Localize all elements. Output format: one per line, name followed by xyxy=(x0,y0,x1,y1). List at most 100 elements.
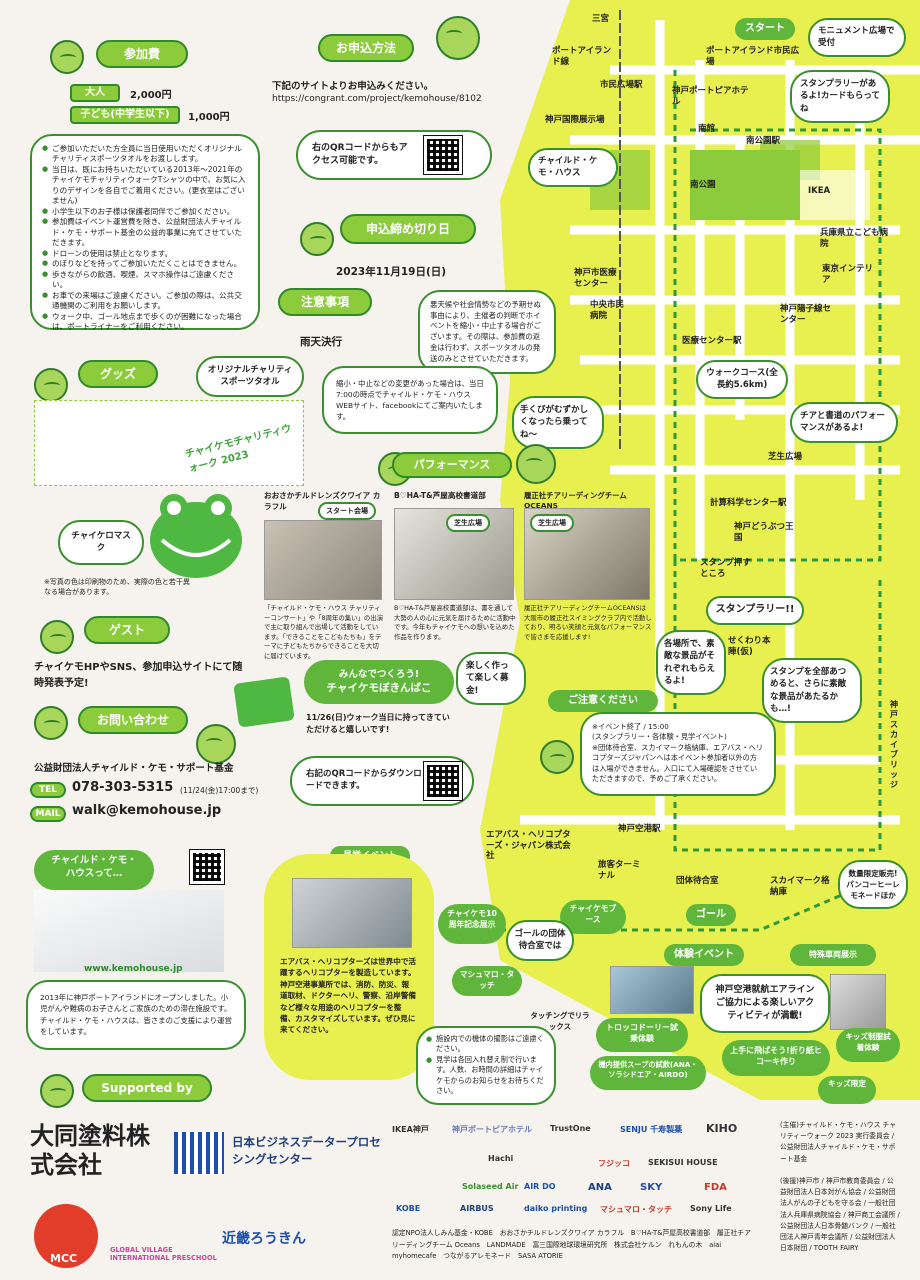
goods-note: ※写真の色は印刷物のため、実際の色と若干異なる場合があります。 xyxy=(44,578,190,596)
map-label-zoo: 神戸どうぶつ王国 xyxy=(734,522,794,543)
taiken-special-vehicle: 特殊車両展示 xyxy=(790,944,876,966)
kodomo-house-photo xyxy=(34,890,224,972)
map-label-ikea: IKEA xyxy=(808,186,831,196)
sponsor-trustone: TrustOne xyxy=(550,1124,591,1133)
kodomo-house-qr[interactable] xyxy=(189,849,225,885)
map-label-airbus: エアバス・ヘリコプターズ・ジャパン株式会社 xyxy=(486,830,571,862)
sponsor-ikea: IKEA神戸 xyxy=(392,1125,429,1134)
fee-note: ウォーク中、ゴール地点まで歩くのが困難になった場合は、ポートライナーをご利用くだ… xyxy=(42,312,248,333)
kengaku-desc: エアバス・ヘリコプターズは世界中で活躍するヘリコプターを製造しています。神戸空港… xyxy=(280,957,417,1035)
chuui-line-2: (スタンプラリー・各体験・見学イベント) xyxy=(592,732,727,742)
apply-qr-bubble: 右のQRコードからもアクセス可能です。 xyxy=(296,130,492,180)
kodomo-house-url[interactable]: www.kemohouse.jp xyxy=(84,964,183,974)
bokin-box-image xyxy=(233,676,295,728)
map-label-line: ポートアイランド線 xyxy=(552,46,612,67)
apply-qr-text: 右のQRコードからもアクセス可能です。 xyxy=(312,143,408,167)
sponsor-solaseed: Solaseed Air xyxy=(462,1182,519,1191)
fee-note: 参加費はイベント運営費を除き、公益財団法人チャイルド・ケモ・サポート基金の公益的… xyxy=(42,217,248,248)
sponsor-daiko: daiko printing xyxy=(524,1204,588,1213)
perf-desc-1: 「チャイルド・ケモ・ハウス チャリティーコンサート」や「8周年の集い」の出演で主… xyxy=(264,604,384,661)
map-label-station: 市民広場駅 xyxy=(600,80,643,90)
sponsor-nbdc: 日本ビジネスデータープロセシングセンター xyxy=(232,1135,381,1167)
supported-heading: Supported by xyxy=(82,1074,212,1102)
map-label-chuo-hospital: 中央市民病院 xyxy=(590,300,625,321)
map-label-chaikemo: チャイルド・ケモ・ハウス xyxy=(528,148,618,187)
organizer-text: (主催)チャイルド・ケモ・ハウス チャリティーウォーク 2023 実行委員会 /… xyxy=(780,1121,897,1163)
uniform-photo xyxy=(830,974,886,1030)
guest-text: チャイケモHPやSNS、参加申込サイトにて随時発表予定! xyxy=(34,662,243,689)
bokin-title-1: みんなでつくろう! xyxy=(338,669,420,680)
taiken-main: 神戸空港就航エアラインご協力による楽しいアクティビティが満載! xyxy=(700,974,830,1034)
taiken-heading: 体験イベント xyxy=(664,944,744,966)
rain-title: 雨天決行 xyxy=(300,336,342,348)
goal-center: ゴールの団体待合室では xyxy=(506,920,574,961)
perf-tag-3: 芝生広場 xyxy=(530,514,574,533)
map-label-sekuwari: せくわり本陣(仮) xyxy=(728,636,771,657)
apply-qr-code[interactable] xyxy=(423,135,463,175)
child-price: 1,000円 xyxy=(188,112,230,123)
towel-image: チャイケモチャリティウォーク 2023 xyxy=(34,400,304,486)
fee-note: お車での来場はご遠慮ください。ご参加の際は、公共交通機関のご利用をお願いします。 xyxy=(42,291,248,312)
map-label-group-room: 団体待合室 xyxy=(676,876,719,886)
bokin-qr-code[interactable] xyxy=(423,761,463,801)
bokin-title-2: チャイケモぼきんばこ xyxy=(326,682,432,694)
goal-label-10th: チャイケモ10周年記念展示 xyxy=(438,904,506,944)
apply-heading: お申込方法 xyxy=(318,34,414,62)
sponsor-nbdc-logo xyxy=(174,1132,224,1174)
fee-note: ご参加いただいた方全員に当日使用いただくオリジナルチャリティスポーツタオルをお渡… xyxy=(42,144,248,165)
goal-label-touch: タッチングでリラックス xyxy=(530,1011,590,1031)
tel-note: (11/24(金)17:00まで) xyxy=(180,786,259,795)
perf-group-name: 履正社チアリーディングチーム OCEANS xyxy=(524,491,627,510)
perf-tag-1: スタート会場 xyxy=(318,502,376,521)
rain-text: 悪天候や社会情勢などの予期せぬ事由により、主催者の判断でホイベントを縮小・中止す… xyxy=(418,290,556,375)
goods-mascot xyxy=(34,368,68,402)
mail-address[interactable]: walk@kemohouse.jp xyxy=(72,803,222,818)
fee-notes: ご参加いただいた方全員に当日使用いただくオリジナルチャリティスポーツタオルをお渡… xyxy=(30,134,260,333)
taiken-trolley: トロッコドーリー試乗体験 xyxy=(596,1018,688,1052)
towel-art-text: チャイケモチャリティウォーク 2023 xyxy=(184,423,293,475)
sponsor-fda: FDA xyxy=(704,1182,727,1193)
fee-note: 小学生以下のお子様は保護者同伴でご参加ください。 xyxy=(42,207,248,217)
apply-url[interactable]: https://congrant.com/project/kemohouse/8… xyxy=(272,94,482,104)
map-label-keisan-station: 計算科学センター駅 xyxy=(710,498,787,508)
child-label: 子ども(中学生以下) xyxy=(70,106,180,124)
stamp-rally-bubble: スタンプラリー!! xyxy=(706,596,804,625)
north-label: 三宮 xyxy=(592,14,610,24)
apply-text: 下記のサイトよりお申込みください。 xyxy=(272,81,434,92)
taiken-kids: キッズ限定 xyxy=(818,1076,876,1104)
sponsor-fujicco: フジッコ xyxy=(598,1159,630,1168)
perf-mascot-right xyxy=(516,444,556,484)
supported-mascot xyxy=(40,1074,74,1108)
goal-label-booth: チャイケモブース xyxy=(560,900,626,934)
perf-group-name: B♡HA-T&芦屋高校書道部 xyxy=(394,491,486,500)
start-badge: スタート xyxy=(735,18,795,40)
taiken-bread: 数量限定販売!パンコーヒーレモネードほか xyxy=(838,860,908,909)
monument-bubble: モニュメント広場で受付 xyxy=(808,18,906,57)
trolley-photo xyxy=(610,966,694,1014)
tel-label: TEL xyxy=(30,782,66,798)
apply-mascot xyxy=(436,16,480,60)
map-label-kodomo-hospital: 兵庫県立こども病院 xyxy=(820,228,889,249)
guest-mascot xyxy=(40,620,74,654)
tel-number[interactable]: 078-303-5315 xyxy=(72,780,174,795)
fee-note: 歩きながらの飲酒、喫煙、スマホ操作はご遠慮ください。 xyxy=(42,270,248,291)
goal-badge: ゴール xyxy=(686,904,736,926)
goal-label-marshmallow: マシュマロ・タッチ xyxy=(452,966,522,996)
sponsor-airdo: AIR DO xyxy=(524,1182,556,1191)
chuui-line-1: ※イベント終了 / 15:00 xyxy=(592,722,669,731)
map-label-nankan: 南館 xyxy=(698,124,716,134)
perf-tag-2: 芝生広場 xyxy=(446,514,490,533)
kengaku-note: 施設内での機体の撮影はご遠慮ください。 xyxy=(426,1034,546,1055)
guest-heading: ゲスト xyxy=(84,616,170,644)
sponsor-kiho: KIHO xyxy=(706,1122,738,1135)
sponsor-marshmallow: マシュマロ・タッチ xyxy=(600,1205,672,1214)
map-label-medical-station: 医療センター駅 xyxy=(682,336,742,346)
map-label-hotel: 神戸ポートピアホテル xyxy=(672,86,749,107)
sponsor-daido: 大同塗料株式会社 xyxy=(30,1121,150,1179)
adult-price: 2,000円 xyxy=(130,90,172,101)
start-place-label: ポートアイランド市民広場 xyxy=(706,46,800,67)
map-label-skymark: スカイマーク格納庫 xyxy=(770,876,830,897)
map-label-nankoen: 南公園 xyxy=(690,180,716,190)
map-label-medical-center: 神戸市医療センター xyxy=(574,268,617,289)
sponsor-hachi: Hachi xyxy=(488,1154,514,1163)
